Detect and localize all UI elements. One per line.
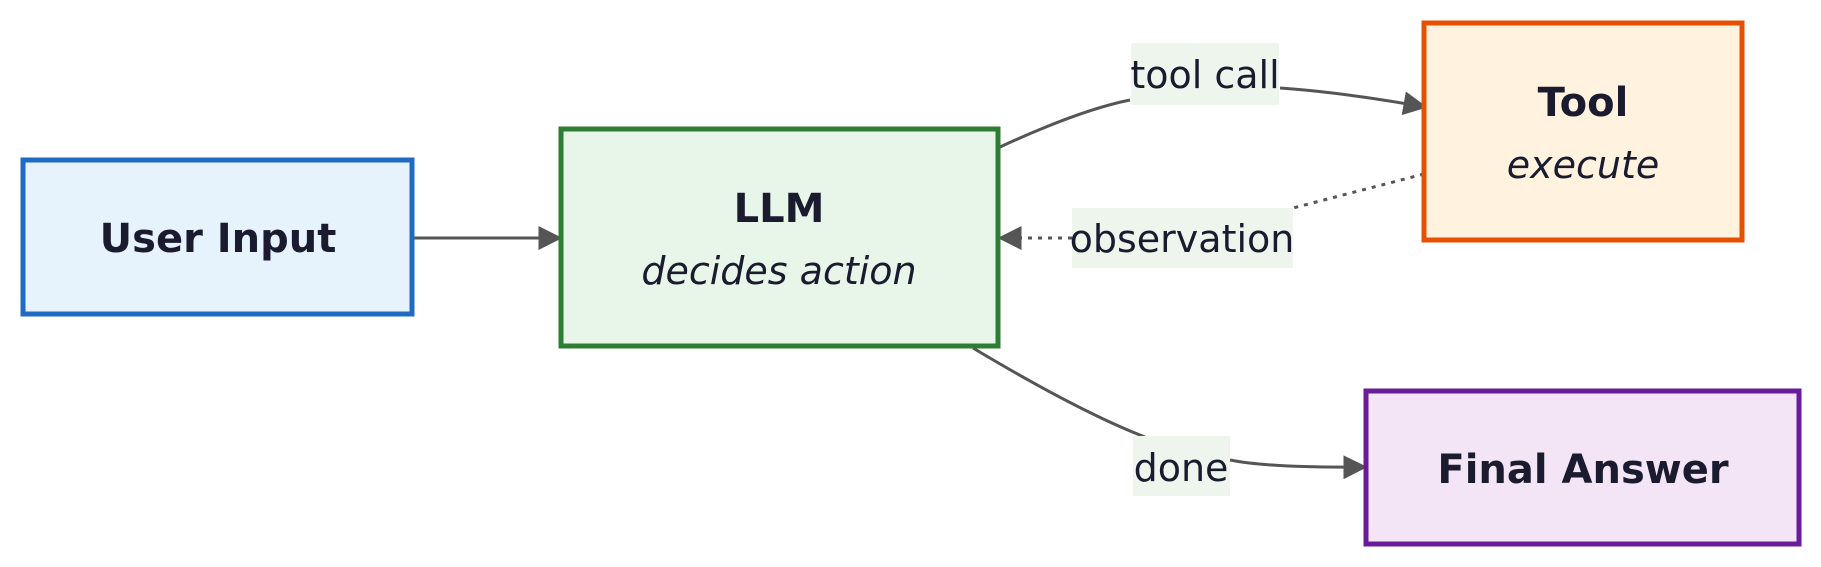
node-llm-title: LLM [734, 186, 825, 232]
edge-observation [1292, 172, 1425, 210]
edge-label-tool-call-text: tool call [1130, 53, 1279, 97]
node-user-input-box [20, 157, 415, 317]
node-tool-subtitle: execute [1507, 143, 1660, 187]
node-user-input: User Input [20, 157, 415, 317]
node-tool-title: Tool [1538, 80, 1629, 126]
node-llm-subtitle: decides action [641, 249, 916, 293]
node-user-input-title: User Input [100, 216, 337, 262]
edge-label-done: done [1133, 436, 1230, 496]
node-llm-box [558, 126, 1001, 349]
edge-label-observation: observation [1070, 208, 1295, 268]
node-llm: LLM decides action [558, 126, 1001, 349]
edge-tool-call-tail [1279, 86, 1428, 116]
edge-label-tool-call: tool call [1130, 43, 1280, 105]
node-final-answer-box [1363, 388, 1802, 547]
node-tool-box [1421, 20, 1745, 243]
node-final-answer: Final Answer [1363, 388, 1802, 547]
edge-tool-call [999, 98, 1131, 149]
node-final-answer-title: Final Answer [1437, 447, 1728, 493]
edge-done-tail [1229, 455, 1368, 480]
edge-label-done-text: done [1134, 446, 1229, 490]
edge-done [972, 346, 1146, 439]
node-tool: Tool execute [1421, 20, 1745, 243]
edge-label-observation-text: observation [1070, 217, 1295, 261]
